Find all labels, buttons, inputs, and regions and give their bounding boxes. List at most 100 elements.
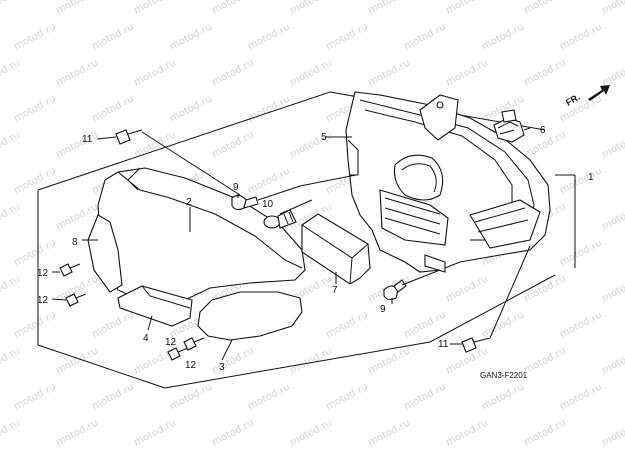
watermark-text: motod.ru (12, 21, 58, 52)
callout-12-b: 12 (37, 295, 49, 306)
watermark-text: motod.ru (324, 381, 370, 412)
watermark-text: motod.ru (324, 309, 370, 340)
watermark-text: motod.ru (366, 417, 412, 448)
watermark-text: motod.ru (288, 417, 334, 448)
watermark-text: motod.ru (12, 381, 58, 412)
watermark-text: motod.ru (600, 0, 625, 17)
watermark-text: motod.ru (600, 273, 625, 304)
watermark-text: motod.ru (288, 0, 334, 17)
watermark-text: motod.ru (480, 309, 526, 340)
watermark-text: motod.ru (246, 165, 292, 196)
watermark-text: motod.ru (366, 57, 412, 88)
watermark-text: motod.ru (366, 0, 412, 17)
watermark-text: motod.ru (90, 21, 136, 52)
watermark-text: motod.ru (168, 21, 214, 52)
watermark-text: motod.ru (444, 273, 490, 304)
watermark-text: motod.ru (0, 0, 22, 17)
watermark-text: motod.ru (210, 417, 256, 448)
watermark-text: motod.ru (12, 237, 58, 268)
callout-2: 2 (186, 197, 192, 208)
watermark-text: motod.ru (558, 21, 604, 52)
watermark-text: motod.ru (480, 21, 526, 52)
screw-11-lower (461, 337, 491, 353)
callout-9-upper: 9 (233, 182, 239, 193)
bulb-10 (263, 209, 297, 229)
watermark-text: motod.ru (558, 309, 604, 340)
watermark-text: motod.ru (132, 57, 178, 88)
watermark-text: motod.ru (600, 57, 625, 88)
watermark-text: motod.ru (288, 129, 334, 160)
watermark-text: motod.ru (288, 57, 334, 88)
callout-12-d: 12 (185, 360, 197, 371)
watermark-text: motod.ru (402, 21, 448, 52)
callout-7: 7 (332, 285, 338, 296)
watermark-text: motod.ru (90, 93, 136, 124)
part-license-plate-lens (117, 285, 193, 327)
watermark-text: motod.ru (522, 417, 568, 448)
watermark-text: motod.ru (558, 381, 604, 412)
watermark-text: motod.ru (12, 309, 58, 340)
screw-12-a (59, 263, 81, 277)
watermark-text: motod.ru (480, 381, 526, 412)
watermark-text: motod.ru (246, 93, 292, 124)
watermark-text: motod.ru (444, 417, 490, 448)
part-tail-lens (97, 167, 306, 306)
screw-12-c (167, 347, 189, 361)
screw-12-b (65, 293, 87, 307)
part-bulb-socket (493, 109, 525, 143)
watermark-text: motod.ru (210, 129, 256, 160)
callout-8: 8 (72, 237, 78, 248)
part-side-lens (87, 214, 123, 293)
callout-4: 4 (143, 333, 149, 344)
callout-11-upper: 11 (82, 134, 93, 145)
watermark-text: motod.ru (0, 273, 22, 304)
watermark-text: motod.ru (54, 417, 100, 448)
watermark-text: motod.ru (558, 165, 604, 196)
callout-9-lower: 9 (380, 304, 386, 315)
watermark-text: motod.ru (246, 381, 292, 412)
leader-lines (51, 127, 531, 361)
watermark-text: motod.ru (288, 345, 334, 376)
watermark-text: motod.ru (522, 57, 568, 88)
watermark-text: motod.ru (600, 201, 625, 232)
part-turn-signal-lens (197, 291, 303, 341)
screw-12-d (183, 337, 205, 351)
watermark-text: motod.ru (444, 57, 490, 88)
watermark-text: motod.ru (0, 201, 22, 232)
watermark-text: motod.ru (402, 381, 448, 412)
watermark-text: motod.ru (324, 21, 370, 52)
watermark-text: motod.ru (600, 417, 625, 448)
watermark-text: motod.ru (0, 129, 22, 160)
watermark-text: motod.ru (12, 93, 58, 124)
part-housing-base (345, 91, 551, 273)
watermark-text: motod.ru (246, 21, 292, 52)
watermark-text: motod.ru (0, 417, 22, 448)
watermark-text: motod.ru (600, 345, 625, 376)
callout-6: 6 (540, 125, 546, 136)
callout-11-lower: 11 (438, 339, 449, 350)
watermark-text: motod.ru (366, 345, 412, 376)
callout-labels: 1 2 3 4 5 6 7 8 9 9 10 11 11 12 12 12 12 (37, 125, 594, 373)
bulb-9-upper (231, 194, 259, 211)
callout-5: 5 (321, 132, 327, 143)
watermark-text: motod.ru (12, 165, 58, 196)
watermark-text: motod.ru (90, 309, 136, 340)
watermark-text: motod.ru (54, 0, 100, 17)
watermark-text: motod.ru (90, 381, 136, 412)
watermark-text: motod.ru (210, 345, 256, 376)
watermark-text: motod.ru (54, 129, 100, 160)
part-reflector (301, 213, 371, 285)
callout-3: 3 (219, 362, 225, 373)
watermark-text: motod.ru (0, 57, 22, 88)
watermark-text: motod.ru (522, 345, 568, 376)
bulb-9-lower (383, 279, 407, 301)
assembly-frame (37, 91, 576, 389)
diagram-code: GAN3-F2201 (480, 371, 528, 380)
watermark-text: motod.ru (522, 0, 568, 17)
watermark-text: motod.ru (132, 0, 178, 17)
watermark-text: motod.ru (210, 57, 256, 88)
watermark-text: motod.ru (132, 417, 178, 448)
callout-12-c: 12 (165, 337, 177, 348)
callout-1: 1 (588, 172, 594, 183)
